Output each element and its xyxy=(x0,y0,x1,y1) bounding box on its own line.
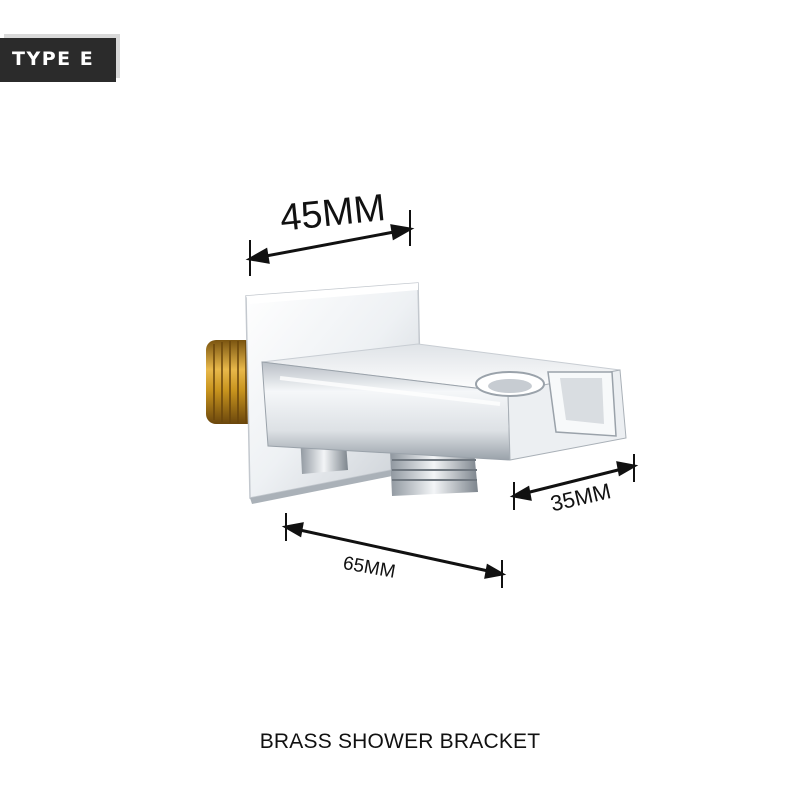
dimension-arrow-35mm xyxy=(509,454,639,510)
dimension-arrow-65mm xyxy=(281,513,507,588)
type-badge-label: TYPE E xyxy=(12,48,95,70)
brass-inlet-thread xyxy=(206,340,258,424)
dimension-arrow-45mm xyxy=(245,210,415,276)
type-badge xyxy=(0,38,116,82)
outlet-thread xyxy=(390,450,478,496)
product-caption: BRASS SHOWER BRACKET xyxy=(259,730,541,753)
bracket-arm xyxy=(261,343,627,461)
